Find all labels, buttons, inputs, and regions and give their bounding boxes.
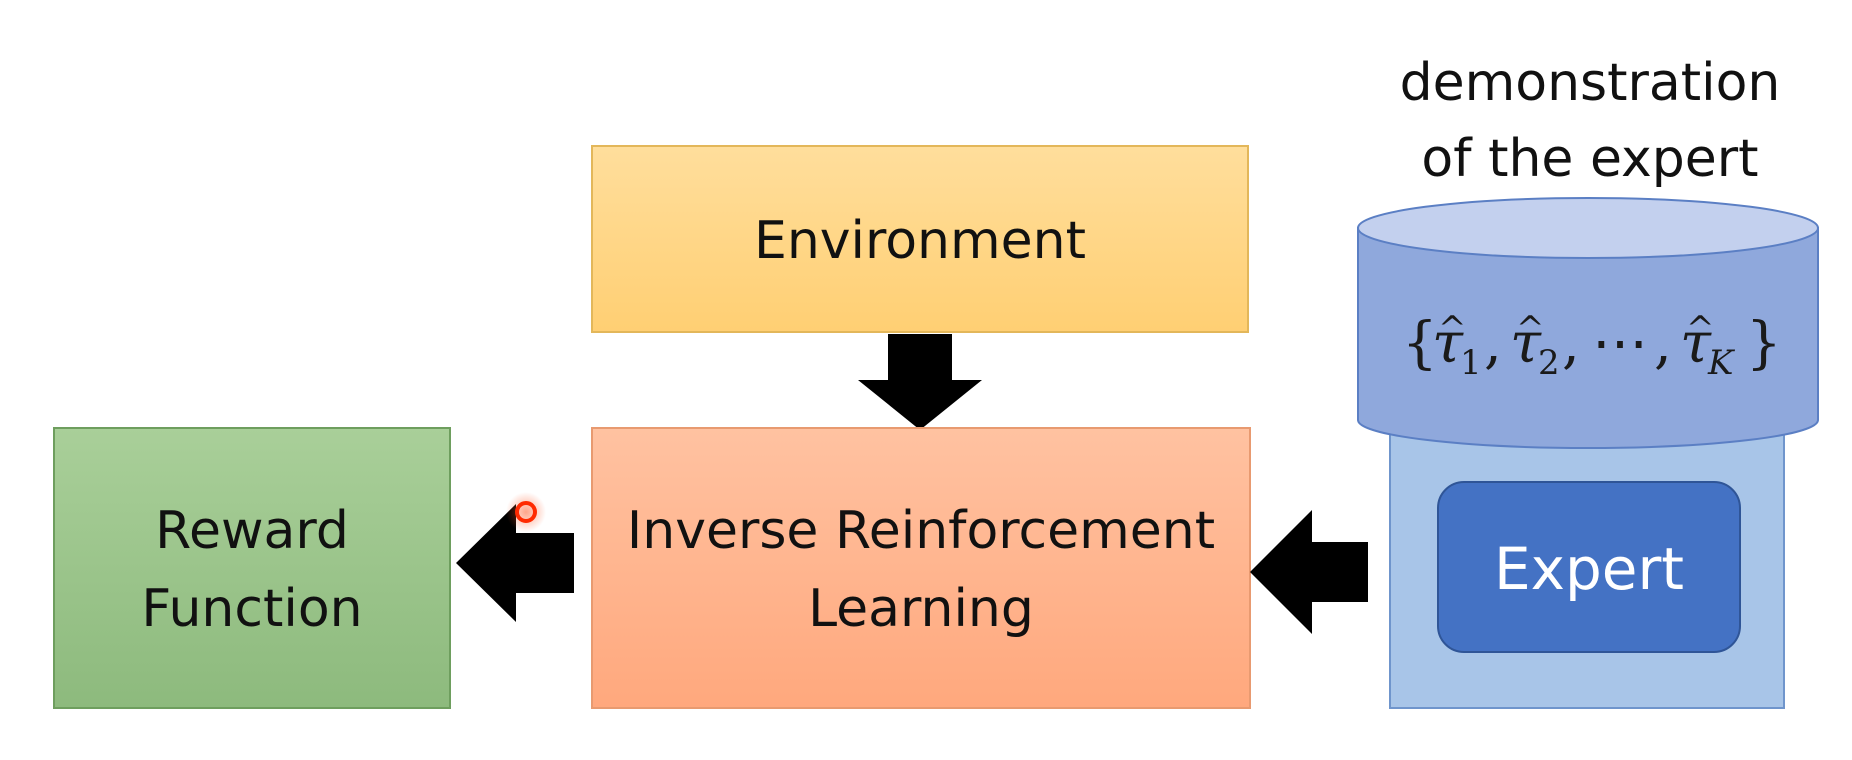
- pointer-dot: [506, 492, 546, 532]
- environment-label: Environment: [754, 211, 1086, 271]
- irl-box: [591, 427, 1251, 709]
- tau-1-subscript: 1: [1460, 343, 1482, 383]
- comma-2: ,: [1562, 311, 1580, 376]
- irl-label-line-1: Inverse Reinforcement: [627, 501, 1215, 561]
- expert-node: Expert: [1389, 419, 1785, 709]
- tau-k-subscript: K: [1707, 343, 1736, 383]
- set-close-brace: }: [1746, 311, 1782, 376]
- environment-node: Environment: [591, 145, 1249, 333]
- tau-1-hat: ^: [1438, 309, 1467, 349]
- environment-box: [591, 145, 1249, 333]
- trajectory-set: { τ ^ 1 , τ ^ 2 , ⋯ , τ ^ K }: [1402, 309, 1782, 383]
- database-body: [1357, 227, 1819, 449]
- comma-1: ,: [1484, 311, 1502, 376]
- irl-label-line-2: Learning: [808, 579, 1034, 639]
- tau-2-hat: ^: [1516, 309, 1545, 349]
- arrow-expert-to-irl: [1250, 510, 1368, 634]
- tau-1: τ: [1432, 311, 1464, 376]
- expert-label: Expert: [1494, 535, 1684, 603]
- database-top: [1357, 197, 1819, 259]
- set-open-brace: {: [1402, 311, 1438, 376]
- reward-label-line-2: Function: [141, 579, 362, 639]
- tau-k-hat: ^: [1686, 309, 1715, 349]
- reward-node: Reward Function: [53, 427, 451, 709]
- demo-caption-line-1: demonstration: [1400, 53, 1781, 113]
- tau-2: τ: [1510, 311, 1542, 376]
- arrow-environment-to-irl: [858, 334, 982, 430]
- reward-box: [53, 427, 451, 709]
- tau-k: τ: [1680, 311, 1712, 376]
- expert-button: [1437, 481, 1741, 653]
- demo-database: { τ ^ 1 , τ ^ 2 , ⋯ , τ ^ K }: [1357, 197, 1819, 449]
- irl-node: Inverse Reinforcement Learning: [591, 427, 1251, 709]
- reward-label-line-1: Reward: [155, 501, 349, 561]
- demo-caption-line-2: of the expert: [1421, 129, 1758, 189]
- set-ellipsis: ⋯: [1592, 311, 1648, 376]
- arrow-irl-to-reward: [456, 504, 574, 622]
- tau-2-subscript: 2: [1538, 343, 1560, 383]
- comma-3: ,: [1654, 311, 1672, 376]
